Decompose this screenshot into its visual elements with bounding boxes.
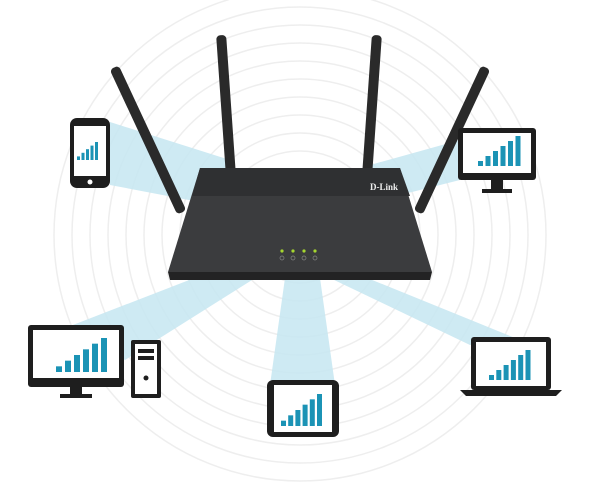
- laptop-base: [460, 390, 562, 396]
- signal-bar: [83, 349, 89, 372]
- signal-bar: [56, 366, 62, 372]
- antenna-right-outer: [414, 66, 490, 214]
- signal-bar: [500, 146, 506, 166]
- signal-bar: [518, 355, 524, 380]
- signal-bar: [92, 343, 98, 372]
- device-smartphone: [70, 118, 110, 188]
- device-laptop: [460, 337, 562, 396]
- signal-bar: [65, 360, 71, 372]
- tower-drive-1: [138, 349, 154, 353]
- monitor-base: [482, 189, 512, 193]
- signal-bar: [503, 365, 509, 380]
- signal-bar: [77, 156, 80, 160]
- signal-bar: [317, 394, 322, 426]
- device-tablet: [267, 380, 339, 437]
- signal-bar: [515, 136, 521, 166]
- status-leds: [279, 249, 318, 261]
- status-led-icon: [290, 255, 296, 261]
- beam-tablet: [270, 278, 335, 385]
- tower-power-button: [143, 375, 149, 381]
- signal-ring: [89, 24, 511, 446]
- device-monitor: [458, 128, 536, 193]
- signal-strength-bars: [478, 136, 521, 166]
- antenna-left-inner: [216, 35, 236, 175]
- signal-bar: [478, 161, 483, 166]
- signal-bar: [295, 410, 301, 426]
- antenna-left-outer: [110, 66, 186, 214]
- status-led: [302, 249, 306, 253]
- phone-screen: [74, 126, 106, 176]
- status-led: [313, 249, 317, 253]
- signal-bar: [288, 415, 294, 426]
- signal-bar: [101, 338, 107, 372]
- status-led-icon: [279, 255, 285, 261]
- signal-bar: [86, 149, 89, 160]
- router-front-edge: [168, 272, 432, 280]
- signal-bar: [510, 360, 516, 380]
- signal-bar: [81, 152, 85, 160]
- signal-bar: [95, 142, 98, 160]
- signal-bar: [493, 151, 498, 166]
- signal-bar: [302, 404, 308, 426]
- status-led-icon: [312, 255, 318, 261]
- signal-bar: [496, 370, 502, 380]
- signal-strength-bars: [56, 338, 107, 372]
- antenna-right-inner: [362, 35, 382, 175]
- phone-button: [87, 179, 93, 185]
- signal-bar: [281, 420, 286, 426]
- beam-laptop: [330, 275, 520, 345]
- tower-drive-2: [138, 356, 154, 360]
- monitor-stand: [491, 180, 503, 190]
- signal-strength-bars: [77, 142, 98, 160]
- signal-bar: [525, 350, 531, 380]
- status-led: [280, 249, 284, 253]
- signal-bar: [74, 355, 80, 372]
- desktop-stand: [70, 387, 82, 395]
- signal-bar: [90, 145, 94, 160]
- router-top-panel: [192, 168, 410, 196]
- brand-logo: D-Link: [370, 182, 398, 192]
- status-led-icon: [301, 255, 307, 261]
- signal-ring: [71, 6, 529, 464]
- status-led: [291, 249, 295, 253]
- signal-bar: [309, 399, 315, 426]
- desktop-base: [60, 394, 92, 398]
- router: D-Link: [110, 35, 490, 280]
- signal-bar: [508, 141, 513, 166]
- signal-bar: [489, 375, 494, 380]
- device-desktop-computer: [28, 325, 161, 398]
- signal-strength-bars: [489, 350, 531, 380]
- signal-ring: [53, 0, 547, 482]
- signal-bar: [485, 156, 491, 166]
- signal-strength-bars: [281, 394, 322, 426]
